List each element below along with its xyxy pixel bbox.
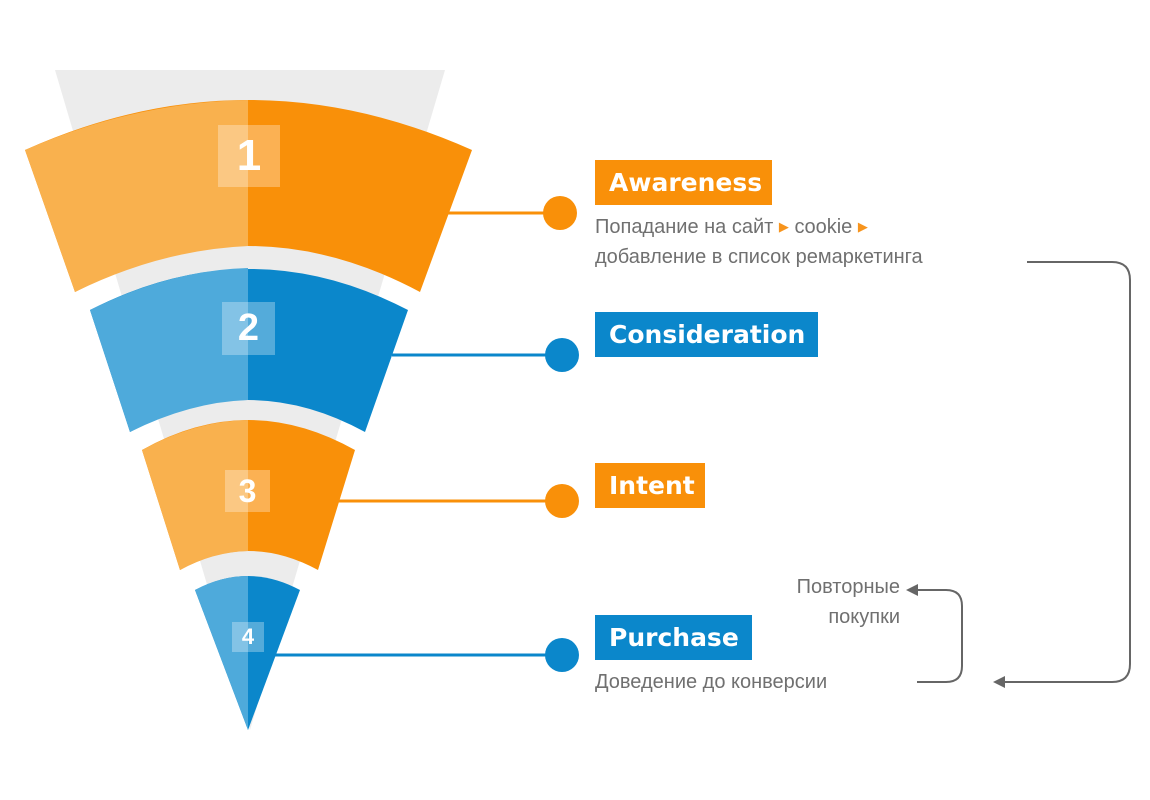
stage-number-1: 1 xyxy=(218,125,280,187)
awareness-description: Попадание на сайт ▶ cookie ▶ добавление … xyxy=(595,212,923,272)
stage-label-purchase: Purchase xyxy=(595,615,752,660)
arrowhead-icon xyxy=(906,584,918,596)
arrowhead-icon xyxy=(993,676,1005,688)
remarketing-arrow xyxy=(1000,261,1131,683)
repeat-line2: покупки xyxy=(828,606,900,628)
purchase-description: Доведение до конверсии xyxy=(595,671,828,693)
connector-1 xyxy=(420,196,577,230)
repeat-line1: Повторные xyxy=(796,576,900,598)
stage-number-3: 3 xyxy=(225,470,270,512)
connector-2 xyxy=(392,338,579,372)
triangle-right-icon: ▶ xyxy=(857,219,868,234)
stage-label-awareness: Awareness xyxy=(595,160,772,205)
awareness-desc-part3: добавление в список ремаркетинга xyxy=(595,246,923,268)
awareness-desc-part1: Попадание на сайт xyxy=(595,216,774,238)
repeat-arrow xyxy=(914,589,963,683)
funnel-segment-1 xyxy=(25,100,472,292)
connector-4 xyxy=(275,638,579,672)
stage-number-4: 4 xyxy=(232,622,264,652)
awareness-desc-part2: cookie xyxy=(794,216,853,238)
stage-label-consideration: Consideration xyxy=(595,312,818,357)
repeat-purchases-text: Повторные покупки xyxy=(740,572,900,632)
funnel-segment-3 xyxy=(142,420,355,570)
stage-number-2: 2 xyxy=(222,302,275,355)
connector-3 xyxy=(330,484,579,518)
stage-label-intent: Intent xyxy=(595,463,705,508)
funnel-segment-2 xyxy=(90,268,408,432)
triangle-right-icon: ▶ xyxy=(778,219,789,234)
funnel-segment-4 xyxy=(195,576,300,730)
